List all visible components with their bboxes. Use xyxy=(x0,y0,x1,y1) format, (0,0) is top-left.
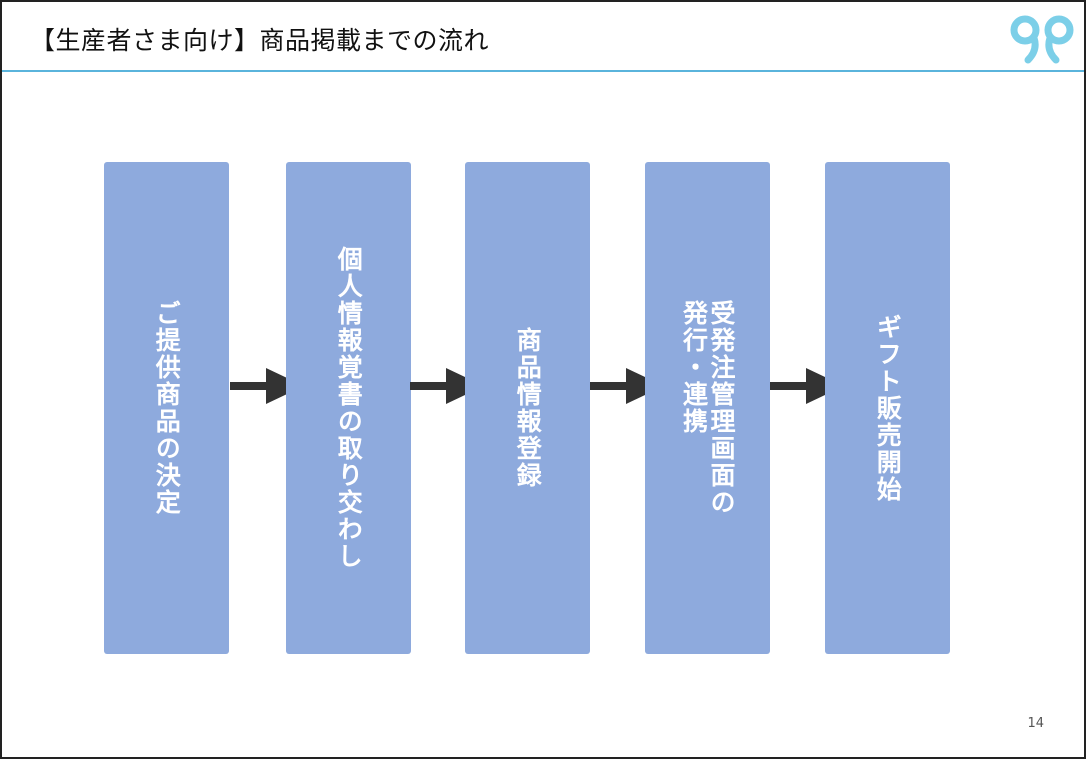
page-title: 【生産者さま向け】商品掲載までの流れ xyxy=(30,26,490,55)
page-number: 14 xyxy=(1027,716,1044,731)
step-gift-sales-start: ギフト販売開始 xyxy=(825,162,950,654)
connector-arrow xyxy=(230,368,304,404)
step-order-admin-setup: 受発注管理画面の 発行・連携 xyxy=(645,162,770,654)
step-label: ギフト販売開始 xyxy=(873,313,903,503)
step-product-decision: ご提供商品の決定 xyxy=(104,162,229,654)
ribbon-logo-icon xyxy=(1010,15,1074,64)
step-label: ご提供商品の決定 xyxy=(152,300,182,516)
title-divider xyxy=(2,70,1084,72)
step-label: 個人情報覚書の取り交わし xyxy=(334,246,364,570)
step-product-registration: 商品情報登録 xyxy=(465,162,590,654)
step-label: 商品情報登録 xyxy=(513,327,543,489)
step-label: 受発注管理画面の 発行・連携 xyxy=(679,300,737,516)
step-privacy-memorandum: 個人情報覚書の取り交わし xyxy=(286,162,411,654)
